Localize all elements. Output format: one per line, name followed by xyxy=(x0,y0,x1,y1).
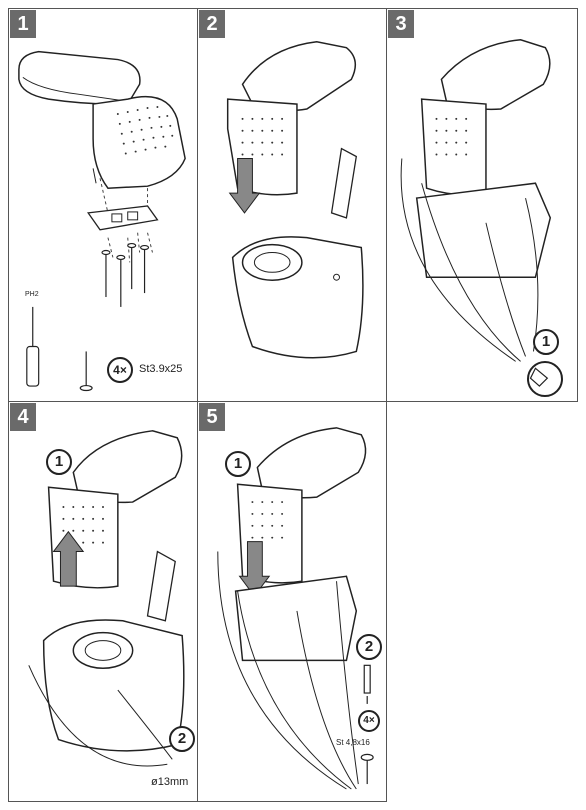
step-number-badge: 3 xyxy=(388,10,414,38)
step-number-badge: 5 xyxy=(199,403,225,431)
screw-spec-label: St 4,8x16 xyxy=(336,738,370,747)
screw-icon xyxy=(360,664,374,785)
quantity-circle: 4× xyxy=(107,357,133,383)
step-panel-4: 4 1 2 ø13mm xyxy=(8,401,198,802)
up-arrow-icon xyxy=(52,530,85,587)
step-marker-1: 1 xyxy=(46,449,72,475)
down-arrow-icon xyxy=(238,541,271,597)
step-marker-2: 2 xyxy=(169,726,195,752)
step-number-badge: 1 xyxy=(10,10,36,38)
clip-tool-circle xyxy=(527,361,563,397)
quantity-circle: 4× xyxy=(358,710,380,732)
screwdriver-icon xyxy=(26,306,40,387)
perforation-dots xyxy=(116,106,174,155)
armrest-assembly-drawing xyxy=(226,40,364,359)
step-marker-1: 1 xyxy=(533,329,559,355)
down-arrow-icon xyxy=(228,158,261,214)
armrest-assembly-drawing xyxy=(28,430,185,767)
step-panel-1: 1 xyxy=(8,8,198,402)
mounting-screws xyxy=(101,242,150,307)
screw-icon xyxy=(79,351,93,392)
screwdriver-size-label: PH2 xyxy=(25,291,39,298)
screw-spec-label: St3.9x25 xyxy=(139,363,183,375)
armrest-assembly-drawing xyxy=(217,427,374,790)
step-panel-5: 5 1 2 4× St 4,8x16 xyxy=(197,401,387,802)
step-number-badge: 2 xyxy=(199,10,225,38)
step-marker-1: 1 xyxy=(225,451,251,477)
armrest-assembly-drawing xyxy=(18,50,186,392)
drill-size-label: ø13mm xyxy=(151,776,189,788)
instruction-sheet: 1 xyxy=(8,8,578,802)
step-panel-2: 2 xyxy=(197,8,387,402)
step-panel-3: 3 1 xyxy=(386,8,578,402)
step-marker-2: 2 xyxy=(356,634,382,660)
armrest-assembly-drawing xyxy=(400,38,552,387)
step-number-badge: 4 xyxy=(10,403,36,431)
